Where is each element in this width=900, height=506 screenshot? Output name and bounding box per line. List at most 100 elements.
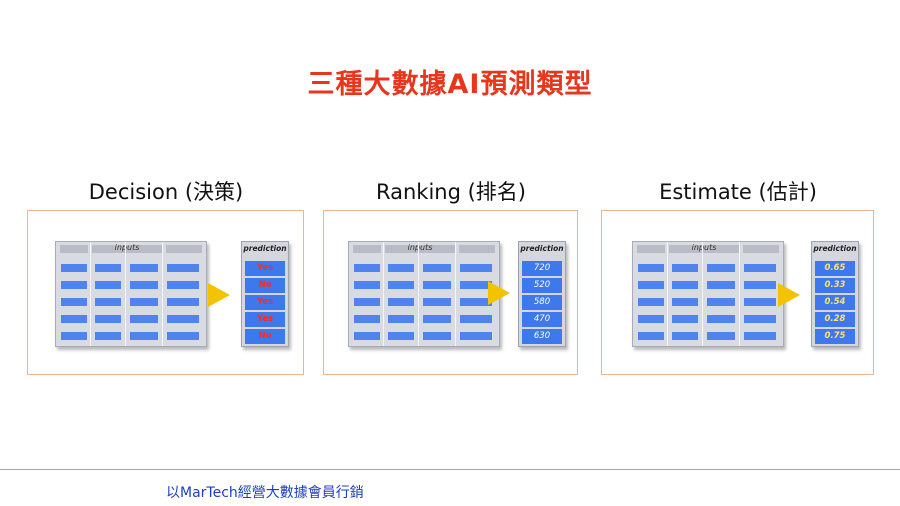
inputs-table: inputs (348, 241, 500, 347)
prediction-value: 0.65 (815, 261, 855, 276)
prediction-value: 520 (522, 278, 562, 293)
input-cell (707, 264, 735, 272)
prediction-value: 0.33 (815, 278, 855, 293)
input-cell (354, 332, 380, 340)
input-cell (707, 281, 735, 289)
input-cell (388, 264, 414, 272)
inputs-table-header: inputs (349, 242, 499, 257)
prediction-column: prediction 720 520 580 470 630 (518, 241, 566, 347)
input-cell (423, 264, 451, 272)
input-cell (423, 332, 451, 340)
input-cell (672, 264, 698, 272)
prediction-value: No (245, 278, 285, 293)
prediction-value: 470 (522, 312, 562, 327)
input-cell (167, 332, 199, 340)
slide-title: 三種大數據AI預測類型 (307, 69, 593, 100)
input-cell (744, 332, 776, 340)
input-cell (460, 264, 492, 272)
inputs-table: inputs (632, 241, 784, 347)
input-cell (638, 315, 664, 323)
input-cell (354, 281, 380, 289)
prediction-label: prediction (813, 244, 857, 253)
prediction-label: prediction (520, 244, 564, 253)
input-cell (638, 281, 664, 289)
input-cell (167, 315, 199, 323)
input-cell (130, 281, 158, 289)
input-cell (744, 264, 776, 272)
input-cell (61, 281, 87, 289)
input-cell (95, 315, 121, 323)
inputs-table-header: inputs (56, 242, 206, 257)
input-cell (95, 298, 121, 306)
arrow-icon (778, 283, 800, 307)
input-cell (672, 298, 698, 306)
prediction-label: prediction (243, 244, 287, 253)
estimate-panel: inputs prediction 0.65 0.33 0.54 0.28 0.… (601, 210, 874, 375)
prediction-value: 0.54 (815, 295, 855, 310)
input-cell (167, 298, 199, 306)
arrow-icon (488, 281, 510, 305)
input-cell (61, 315, 87, 323)
input-cell (423, 281, 451, 289)
prediction-value: 580 (522, 295, 562, 310)
input-cell (61, 264, 87, 272)
input-cell (61, 298, 87, 306)
input-cell (388, 298, 414, 306)
input-cell (638, 298, 664, 306)
input-cell (95, 281, 121, 289)
prediction-value: 0.28 (815, 312, 855, 327)
ranking-panel: inputs prediction 720 520 580 470 630 (323, 210, 578, 375)
prediction-value: 720 (522, 261, 562, 276)
input-cell (130, 298, 158, 306)
input-cell (744, 315, 776, 323)
input-cell (61, 332, 87, 340)
input-cell (744, 298, 776, 306)
input-cell (460, 298, 492, 306)
input-cell (167, 264, 199, 272)
inputs-label: inputs (407, 243, 433, 252)
input-cell (95, 332, 121, 340)
prediction-value: Yes (245, 261, 285, 276)
estimate-heading: Estimate (估計) (659, 180, 817, 204)
inputs-label: inputs (691, 243, 717, 252)
prediction-value: Yes (245, 312, 285, 327)
inputs-label: inputs (114, 243, 140, 252)
input-cell (423, 315, 451, 323)
input-cell (130, 264, 158, 272)
decision-panel: inputs prediction Yes No Yes Yes No (27, 210, 304, 375)
prediction-value: 0.75 (815, 329, 855, 344)
input-cell (638, 332, 664, 340)
ranking-heading: Ranking (排名) (375, 180, 526, 204)
input-cell (130, 315, 158, 323)
inputs-table-header: inputs (633, 242, 783, 257)
input-cell (707, 332, 735, 340)
input-cell (423, 298, 451, 306)
input-cell (167, 281, 199, 289)
prediction-value: 630 (522, 329, 562, 344)
input-cell (388, 315, 414, 323)
input-cell (388, 281, 414, 289)
prediction-value: No (245, 329, 285, 344)
decision-heading: Decision (決策) (88, 180, 244, 204)
input-cell (354, 264, 380, 272)
arrow-icon (208, 283, 230, 307)
footer-text: 以MarTech經營大數據會員行銷 (166, 485, 364, 501)
input-cell (672, 315, 698, 323)
inputs-table: inputs (55, 241, 207, 347)
input-cell (707, 298, 735, 306)
prediction-column: prediction Yes No Yes Yes No (241, 241, 289, 347)
input-cell (638, 264, 664, 272)
input-cell (744, 281, 776, 289)
prediction-column: prediction 0.65 0.33 0.54 0.28 0.75 (811, 241, 859, 347)
input-cell (388, 332, 414, 340)
input-cell (672, 332, 698, 340)
input-cell (460, 315, 492, 323)
prediction-value: Yes (245, 295, 285, 310)
input-cell (460, 281, 492, 289)
footer-divider (0, 469, 900, 470)
input-cell (354, 315, 380, 323)
input-cell (707, 315, 735, 323)
input-cell (130, 332, 158, 340)
input-cell (460, 332, 492, 340)
input-cell (672, 281, 698, 289)
